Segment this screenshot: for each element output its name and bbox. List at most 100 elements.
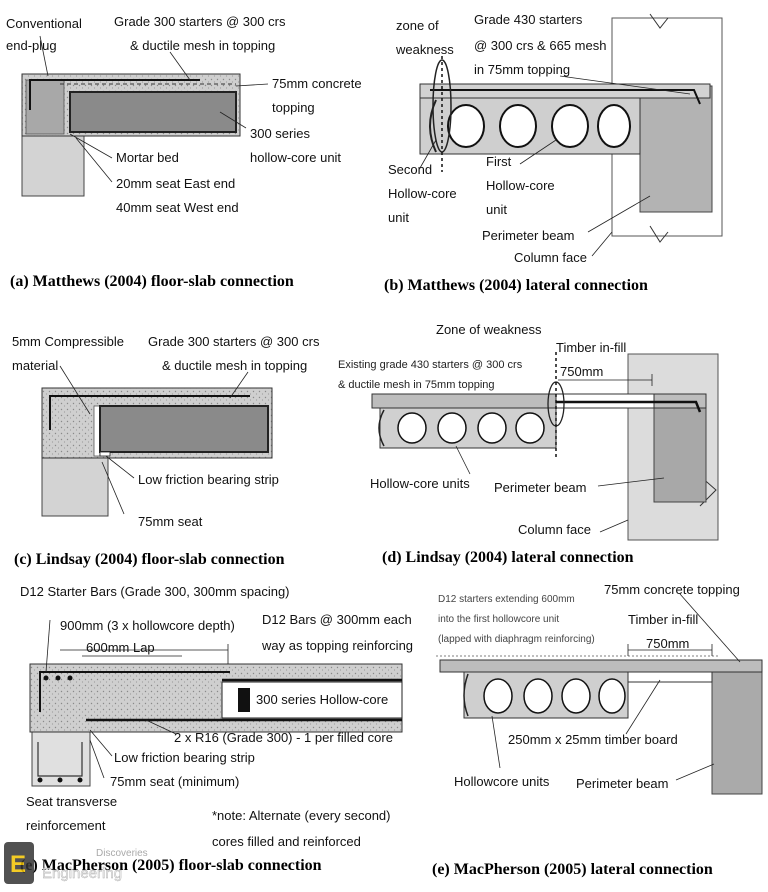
panel-c-label-comp-2: material <box>12 358 58 373</box>
panel-e1-label-bars-2: way as topping reinforcing <box>261 638 413 653</box>
panel-e1-label-r16: 2 x R16 (Grade 300) - 1 per filled core <box>174 730 393 745</box>
panel-e2-caption: (e) MacPherson (2005) lateral connection <box>432 861 713 878</box>
panel-e1-label-note-1: *note: Alternate (every second) <box>212 808 391 823</box>
panel-d-label-dim: 750mm <box>560 364 603 379</box>
watermark-logo-mark: E <box>10 851 26 878</box>
panel-e1-starter-bar <box>39 671 230 712</box>
panel-e1: D12 Starter Bars (Grade 300, 300mm spaci… <box>20 584 413 874</box>
panel-d-starter-bar <box>556 400 702 413</box>
panel-b-label-beam: Perimeter beam <box>482 228 574 243</box>
panel-b-label-first-3: unit <box>486 202 507 217</box>
panel-e1-label-d12: D12 Starter Bars (Grade 300, 300mm spaci… <box>20 584 290 599</box>
panel-e1-filled-core <box>238 688 250 712</box>
panel-e2-label-starters-1: D12 starters extending 600mm <box>438 594 575 605</box>
panel-d-core-4 <box>515 412 545 444</box>
panel-d-label-zone: Zone of weakness <box>436 322 542 337</box>
panel-d-label-existing-2: & ductile mesh in 75mm topping <box>338 379 495 391</box>
panel-e2-core-2 <box>523 678 553 714</box>
panel-a-end-plug <box>25 79 65 135</box>
panel-e1-seat-wall <box>31 729 91 787</box>
panel-b: zone of weakness Grade 430 starters @ 30… <box>384 12 723 294</box>
panel-e2-label-units: Hollowcore units <box>454 774 550 789</box>
panel-e2-label-starters-3: (lapped with diaphragm reinforcing) <box>438 634 595 645</box>
panel-d-label-units: Hollow-core units <box>370 476 470 491</box>
panel-a-label-end-plug-2: end-plug <box>6 38 57 53</box>
panel-b-core-1 <box>447 104 485 148</box>
watermark-line-2: Engineering <box>42 865 122 882</box>
panel-c-hollowcore-unit <box>99 405 269 453</box>
panel-b-starter-bar <box>430 89 701 105</box>
panel-e1-label-bars-1: D12 Bars @ 300mm each <box>262 612 412 627</box>
panel-a-label-seat-west: 40mm seat West end <box>116 200 239 215</box>
panel-e1-label-depth: 900mm (3 x hollowcore depth) <box>60 618 235 633</box>
panel-b-label-starters-1: Grade 430 starters <box>474 12 583 27</box>
panel-e1-label-transverse-1: Seat transverse <box>26 794 117 809</box>
watermark-line-1: Discoveries <box>96 848 148 859</box>
panel-d-label-beam: Perimeter beam <box>494 480 586 495</box>
panel-d-label-existing-1: Existing grade 430 starters @ 300 crs <box>338 359 523 371</box>
panel-e2-core-1 <box>483 678 513 714</box>
panel-c-label-starters-1: Grade 300 starters @ 300 crs <box>148 334 320 349</box>
panel-e2-topping <box>439 659 763 673</box>
panel-e1-label-series: 300 series Hollow-core <box>256 692 388 707</box>
panel-a-label-starters-2: & ductile mesh in topping <box>130 38 275 53</box>
panel-e1-label-seat: 75mm seat (minimum) <box>110 774 239 789</box>
panel-b-core-3 <box>551 104 589 148</box>
panel-d-perimeter-beam <box>653 395 707 503</box>
panel-d-label-column: Column face <box>518 522 591 537</box>
panel-e1-hollowcore-unit <box>221 681 403 719</box>
panel-a-caption: (a) Matthews (2004) floor-slab connectio… <box>10 273 294 290</box>
panel-c-bearing-strip <box>99 451 111 457</box>
panel-b-label-column: Column face <box>514 250 587 265</box>
panel-a-starter-bar <box>29 79 200 110</box>
panel-a-hollowcore-unit <box>69 91 237 133</box>
panel-e2-core-4 <box>598 678 626 714</box>
panel-d-core-2 <box>437 412 467 444</box>
panel-b-column-break-bottom <box>649 225 669 243</box>
panel-d-caption: (d) Lindsay (2004) lateral connection <box>382 549 634 566</box>
panel-c-label-seat: 75mm seat <box>138 514 203 529</box>
panel-b-label-first-2: Hollow-core <box>486 178 555 193</box>
panel-e2-label-beam: Perimeter beam <box>576 776 668 791</box>
panel-b-label-zone-1: zone of <box>396 18 439 33</box>
panel-e2-label-board: 250mm x 25mm timber board <box>508 732 678 747</box>
panel-b-label-second-1: Second <box>388 162 432 177</box>
panel-a-label-mortar: Mortar bed <box>116 150 179 165</box>
panel-c-label-starters-2: & ductile mesh in topping <box>162 358 307 373</box>
panel-e2-label-dim: 750mm <box>646 636 689 651</box>
panel-e2-label-timber: Timber in-fill <box>628 612 698 627</box>
panel-b-label-first-1: First <box>486 154 512 169</box>
panel-e2-label-starters-2: into the first hollowcore unit <box>438 614 559 625</box>
panel-d-core-3 <box>477 412 507 444</box>
panel-c: 5mm Compressible material Grade 300 star… <box>12 334 320 568</box>
panel-c-caption: (c) Lindsay (2004) floor-slab connection <box>14 551 285 568</box>
panel-c-starter-bar <box>49 395 250 430</box>
panel-d: Zone of weakness Existing grade 430 star… <box>338 322 719 566</box>
panel-e2-perimeter-beam <box>711 667 763 795</box>
panel-b-column-break-top <box>649 13 669 29</box>
panel-b-perimeter-beam <box>639 85 713 213</box>
panel-b-label-starters-3: in 75mm topping <box>474 62 570 77</box>
panel-a-label-unit-2: hollow-core unit <box>250 150 341 165</box>
panel-c-seat-wall <box>41 455 109 517</box>
panel-b-label-second-2: Hollow-core <box>388 186 457 201</box>
panel-a-label-topping-2: topping <box>272 100 315 115</box>
panel-e1-caption: (e) MacPherson (2005) floor-slab connect… <box>20 857 322 874</box>
panel-e1-label-transverse-2: reinforcement <box>26 818 106 833</box>
panel-b-caption: (b) Matthews (2004) lateral connection <box>384 277 648 294</box>
panel-a-label-topping-1: 75mm concrete <box>272 76 362 91</box>
panel-e2-label-topping: 75mm concrete topping <box>604 582 740 597</box>
panel-a-label-seat-east: 20mm seat East end <box>116 176 235 191</box>
panel-b-label-zone-2: weakness <box>395 42 454 57</box>
panel-b-core-4 <box>597 104 631 148</box>
panel-c-label-bearing: Low friction bearing strip <box>138 472 279 487</box>
panel-b-second-unit-edge <box>429 99 437 153</box>
panel-d-core-1 <box>397 412 427 444</box>
panel-b-label-second-3: unit <box>388 210 409 225</box>
panel-d-label-timber: Timber in-fill <box>556 340 626 355</box>
panel-b-label-starters-2: @ 300 crs & 665 mesh <box>474 38 606 53</box>
panel-b-core-2 <box>499 104 537 148</box>
panel-a-seat-wall <box>21 133 85 197</box>
panel-e1-label-lap: 600mm Lap <box>86 640 155 655</box>
